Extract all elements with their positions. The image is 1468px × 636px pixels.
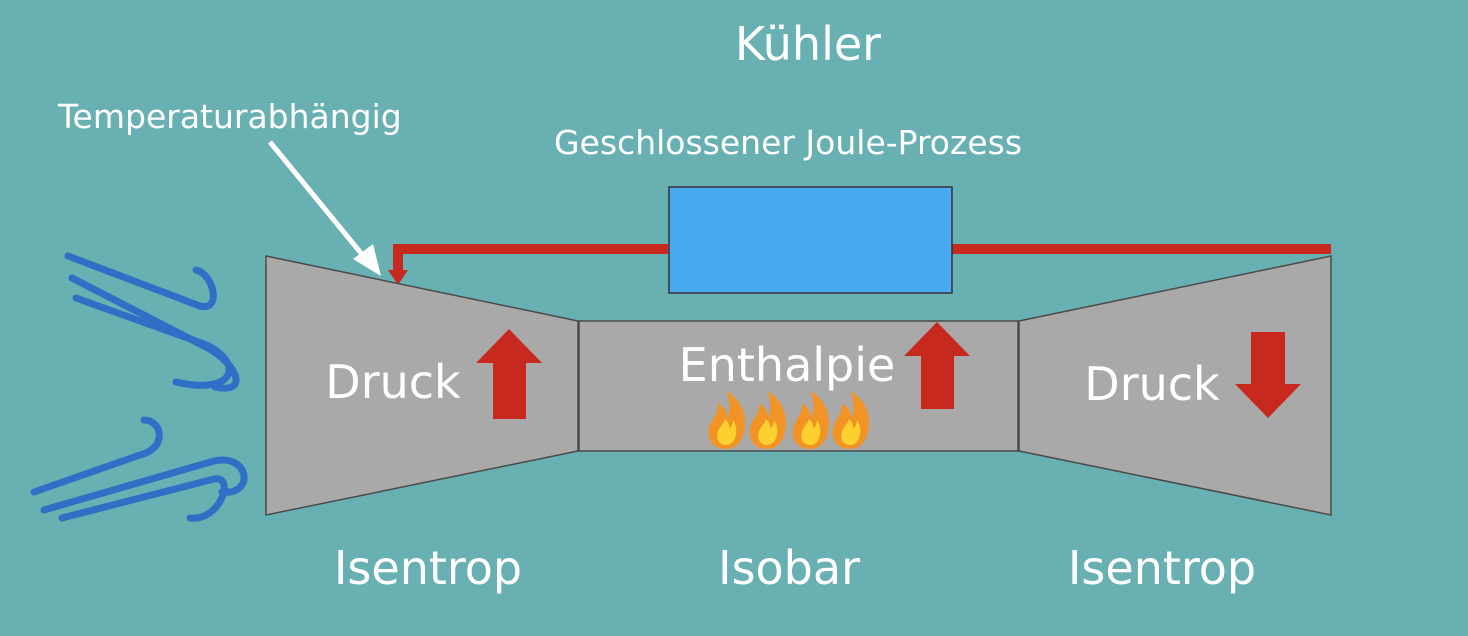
- cooler-title: Kühler: [735, 17, 881, 71]
- process-subtitle: Geschlossener Joule-Prozess: [554, 123, 1022, 162]
- temperature-annotation: Temperaturabhängig: [57, 97, 402, 136]
- cooler-box: [668, 186, 953, 294]
- label-isentrop-right: Isentrop: [1068, 541, 1256, 595]
- arrow-up-icon: [904, 322, 970, 409]
- flame-icon: [832, 391, 870, 449]
- flame-icon: [792, 391, 830, 449]
- label-isobar: Isobar: [718, 541, 860, 595]
- flame-icon: [749, 391, 787, 449]
- arrow-up-icon: [476, 329, 542, 419]
- combustion-label: Enthalpie: [679, 338, 896, 392]
- label-isentrop-left: Isentrop: [334, 541, 522, 595]
- turbine-shape: [1018, 255, 1332, 516]
- arrow-down-icon: [1235, 332, 1301, 418]
- annotation-pointer-arrow: [268, 140, 381, 276]
- compressor-label: Druck: [325, 355, 461, 409]
- compressor-shape: [265, 255, 579, 516]
- wind-icon: [64, 252, 240, 392]
- flame-group: [708, 391, 870, 449]
- wind-icon: [30, 416, 248, 522]
- turbine-label: Druck: [1084, 357, 1220, 411]
- flame-icon: [708, 391, 746, 449]
- circuit-line: [388, 244, 1331, 285]
